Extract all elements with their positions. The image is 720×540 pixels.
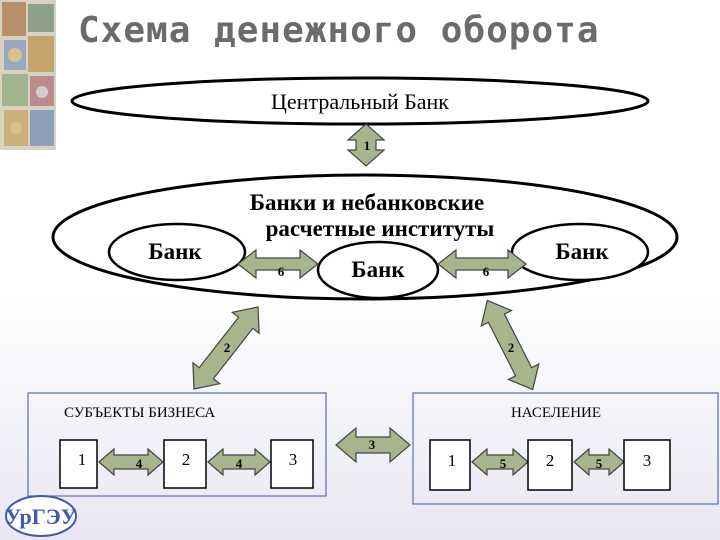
flow-label-2-right: 2: [508, 340, 515, 355]
business-arrow-2-label: 4: [236, 456, 243, 471]
flow-arrow-banks-business: [192, 306, 260, 390]
flow-arrow-business-population: 3: [335, 426, 411, 464]
flow-label-6-left: 6: [278, 264, 285, 279]
business-box-2-label: 2: [182, 450, 191, 469]
population-box-1-label: 1: [448, 451, 457, 470]
population-box-3-label: 3: [643, 451, 652, 470]
population-group: НАСЕЛЕНИЕ 1 5 2 5 3: [412, 392, 719, 505]
bank-left-node: Банк: [107, 222, 247, 282]
population-box-2: [527, 439, 573, 491]
banks-group-label-line2: расчетные институты: [266, 216, 495, 241]
business-group: СУБЪЕКТЫ БИЗНЕСА 1 4 2 4 3: [27, 392, 327, 497]
flow-arrow-bank-center-right: 6: [437, 248, 527, 280]
business-arrow-2: [207, 447, 271, 477]
logo-text: УрГЭУ: [5, 504, 77, 529]
flow-label-cb: 1: [364, 138, 371, 153]
population-box-2-label: 2: [546, 451, 555, 470]
business-arrow-1: [98, 447, 164, 477]
flow-label-6-right: 6: [483, 264, 490, 279]
flow-arrow-banks-population: [480, 299, 540, 391]
flow-arrow-bank-left-center: 6: [237, 248, 319, 280]
money-decoration-image: [0, 0, 56, 150]
business-arrow-1-label: 4: [136, 456, 143, 471]
banks-group-label-line1: Банки и небанковские: [250, 190, 484, 215]
bank-right-label: Банк: [555, 239, 609, 264]
business-box-1: [59, 439, 98, 489]
business-title: СУБЪЕКТЫ БИЗНЕСА: [64, 405, 215, 421]
page-title: Схема денежного оборота: [78, 10, 600, 51]
bank-left-label: Банк: [148, 239, 202, 264]
bank-center-node: Банк: [316, 240, 440, 300]
business-box-1-label: 1: [78, 450, 87, 469]
population-box-1: [429, 439, 471, 491]
flow-label-3: 3: [369, 437, 376, 452]
bank-center-label: Банк: [351, 257, 405, 282]
bank-right-node: Банк: [510, 222, 650, 282]
population-box-3: [623, 439, 671, 491]
flow-label-2-left: 2: [224, 340, 231, 355]
flow-arrow-cb-banks: 1: [346, 123, 386, 167]
central-bank-node: Центральный Банк: [70, 76, 650, 126]
university-logo: УрГЭУ: [5, 495, 77, 537]
business-box-3: [270, 439, 314, 489]
population-arrow-2-label: 5: [596, 456, 603, 471]
business-box-2: [163, 439, 207, 489]
business-box-3-label: 3: [289, 450, 298, 469]
population-title: НАСЕЛЕНИЕ: [511, 405, 601, 421]
central-bank-label: Центральный Банк: [271, 89, 449, 114]
population-arrow-1-label: 5: [500, 456, 507, 471]
